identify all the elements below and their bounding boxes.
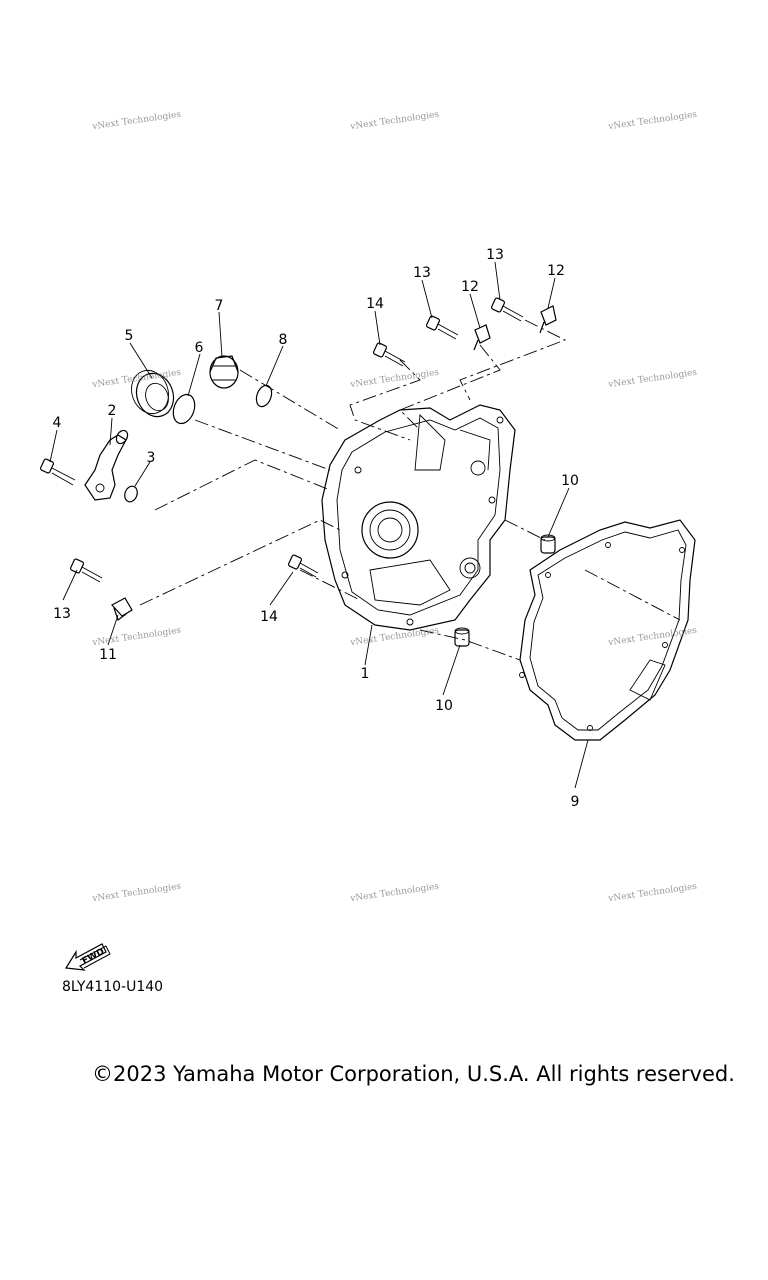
elbow-fitting [84, 429, 129, 501]
callout-2: 2 [108, 403, 117, 419]
dowel-pin-10-lower [454, 627, 470, 647]
clamp-12-a [473, 324, 491, 351]
o-ring-6 [172, 393, 196, 425]
callout-13-left: 13 [53, 606, 71, 622]
callout-1: 1 [361, 666, 370, 682]
callout-10-lower: 10 [435, 698, 453, 714]
bolt-4 [39, 458, 76, 486]
copyright-notice: ©2023 Yamaha Motor Corporation, U.S.A. A… [92, 1062, 735, 1086]
oil-seal-5 [131, 369, 175, 418]
callout-8: 8 [279, 332, 288, 348]
bolt-13-left [69, 558, 103, 583]
callout-9: 9 [571, 794, 580, 810]
callout-11: 11 [99, 647, 117, 663]
gasket-9 [519, 519, 696, 741]
diagram-code: 8LY4110-U140 [62, 979, 164, 995]
callout-13-right: 13 [486, 247, 504, 263]
plug-7 [209, 355, 239, 389]
o-ring-8 [255, 384, 273, 408]
callout-4: 4 [53, 415, 62, 431]
bolt-13-right [490, 297, 524, 322]
callout-7: 7 [215, 298, 224, 314]
callout-14-lower: 14 [260, 609, 278, 625]
callout-12-right: 12 [547, 263, 565, 279]
crankcase-cover [321, 404, 516, 631]
callout-14-upper: 14 [366, 296, 384, 312]
assembly-lines [139, 319, 681, 661]
callout-6: 6 [195, 340, 204, 356]
forward-arrow-icon: FWD [64, 943, 111, 971]
bolt-13-middle [425, 315, 459, 340]
leader-lines [49, 261, 589, 789]
callout-12-left: 12 [461, 279, 479, 295]
callout-labels: 1 2 3 4 5 6 7 8 9 10 10 11 12 12 13 13 1… [53, 247, 580, 810]
o-ring-3 [124, 485, 138, 503]
callout-10-upper: 10 [561, 473, 579, 489]
bolt-14-lower [287, 554, 319, 578]
bolt-14-upper [372, 342, 406, 367]
callout-13-middle: 13 [413, 265, 431, 281]
callout-5: 5 [125, 328, 134, 344]
dowel-pin-10-upper [540, 534, 556, 554]
clamp-11 [111, 597, 133, 621]
clamp-12-b [539, 305, 557, 334]
callout-3: 3 [147, 450, 156, 466]
